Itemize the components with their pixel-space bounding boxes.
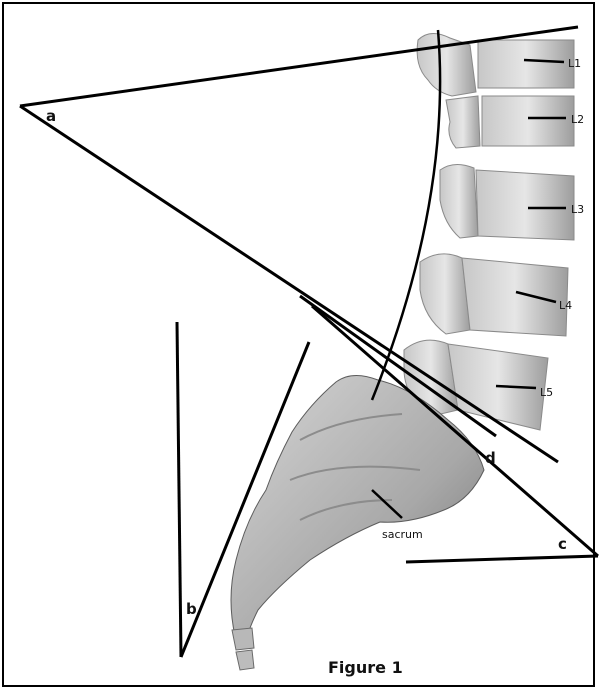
vertebra-l4 <box>420 254 568 336</box>
label-angle-b: b <box>186 600 197 618</box>
coccyx <box>232 628 254 670</box>
figure-caption: Figure 1 <box>328 658 403 677</box>
line-c-base <box>406 556 598 562</box>
vertebra-l2 <box>446 96 574 148</box>
sacrum <box>231 375 484 640</box>
label-l1: L1 <box>568 57 581 70</box>
label-l3: L3 <box>571 203 584 216</box>
label-angle-d: d <box>485 449 496 467</box>
label-l2: L2 <box>571 113 584 126</box>
label-angle-a: a <box>46 107 56 125</box>
label-l5: L5 <box>540 386 553 399</box>
label-l4: L4 <box>559 299 572 312</box>
label-angle-c: c <box>558 535 567 553</box>
line-b-vertical <box>177 322 181 657</box>
vertebra-l3 <box>440 164 574 240</box>
label-sacrum: sacrum <box>382 528 423 541</box>
